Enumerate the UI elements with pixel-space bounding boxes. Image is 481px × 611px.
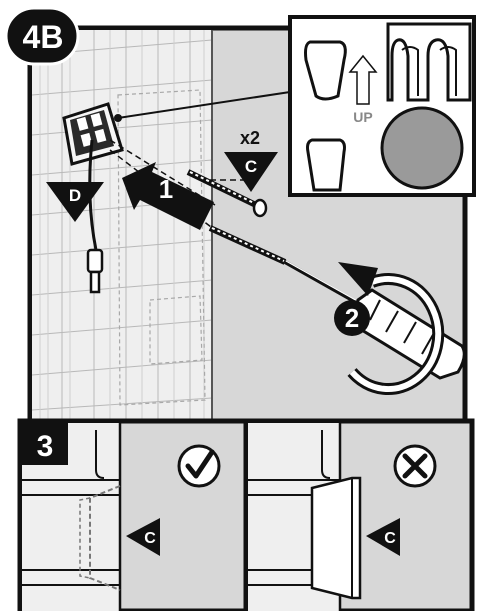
detail-inset: UP: [290, 17, 474, 195]
step-badge-4b: 4B: [6, 8, 78, 64]
step-number: 4B: [23, 19, 64, 55]
correct-part-letter: C: [144, 530, 156, 547]
step-badge-3: 3: [22, 423, 68, 465]
tiled-wall: [32, 30, 212, 419]
cross-icon: [395, 446, 435, 486]
step-arrow-2: 2: [334, 300, 370, 336]
check-icon: [179, 446, 219, 486]
direction-label: UP: [353, 109, 372, 125]
bottom-panels: C C: [20, 421, 472, 611]
step-arrow-2-label: 2: [345, 303, 359, 333]
step-arrow-1-label: 1: [159, 174, 173, 204]
screw-part-letter: C: [245, 157, 257, 176]
incorrect-part-letter: C: [384, 530, 396, 547]
bracket-part-letter: D: [69, 186, 81, 205]
screw-quantity: x2: [240, 128, 260, 148]
substep-number: 3: [37, 430, 54, 463]
